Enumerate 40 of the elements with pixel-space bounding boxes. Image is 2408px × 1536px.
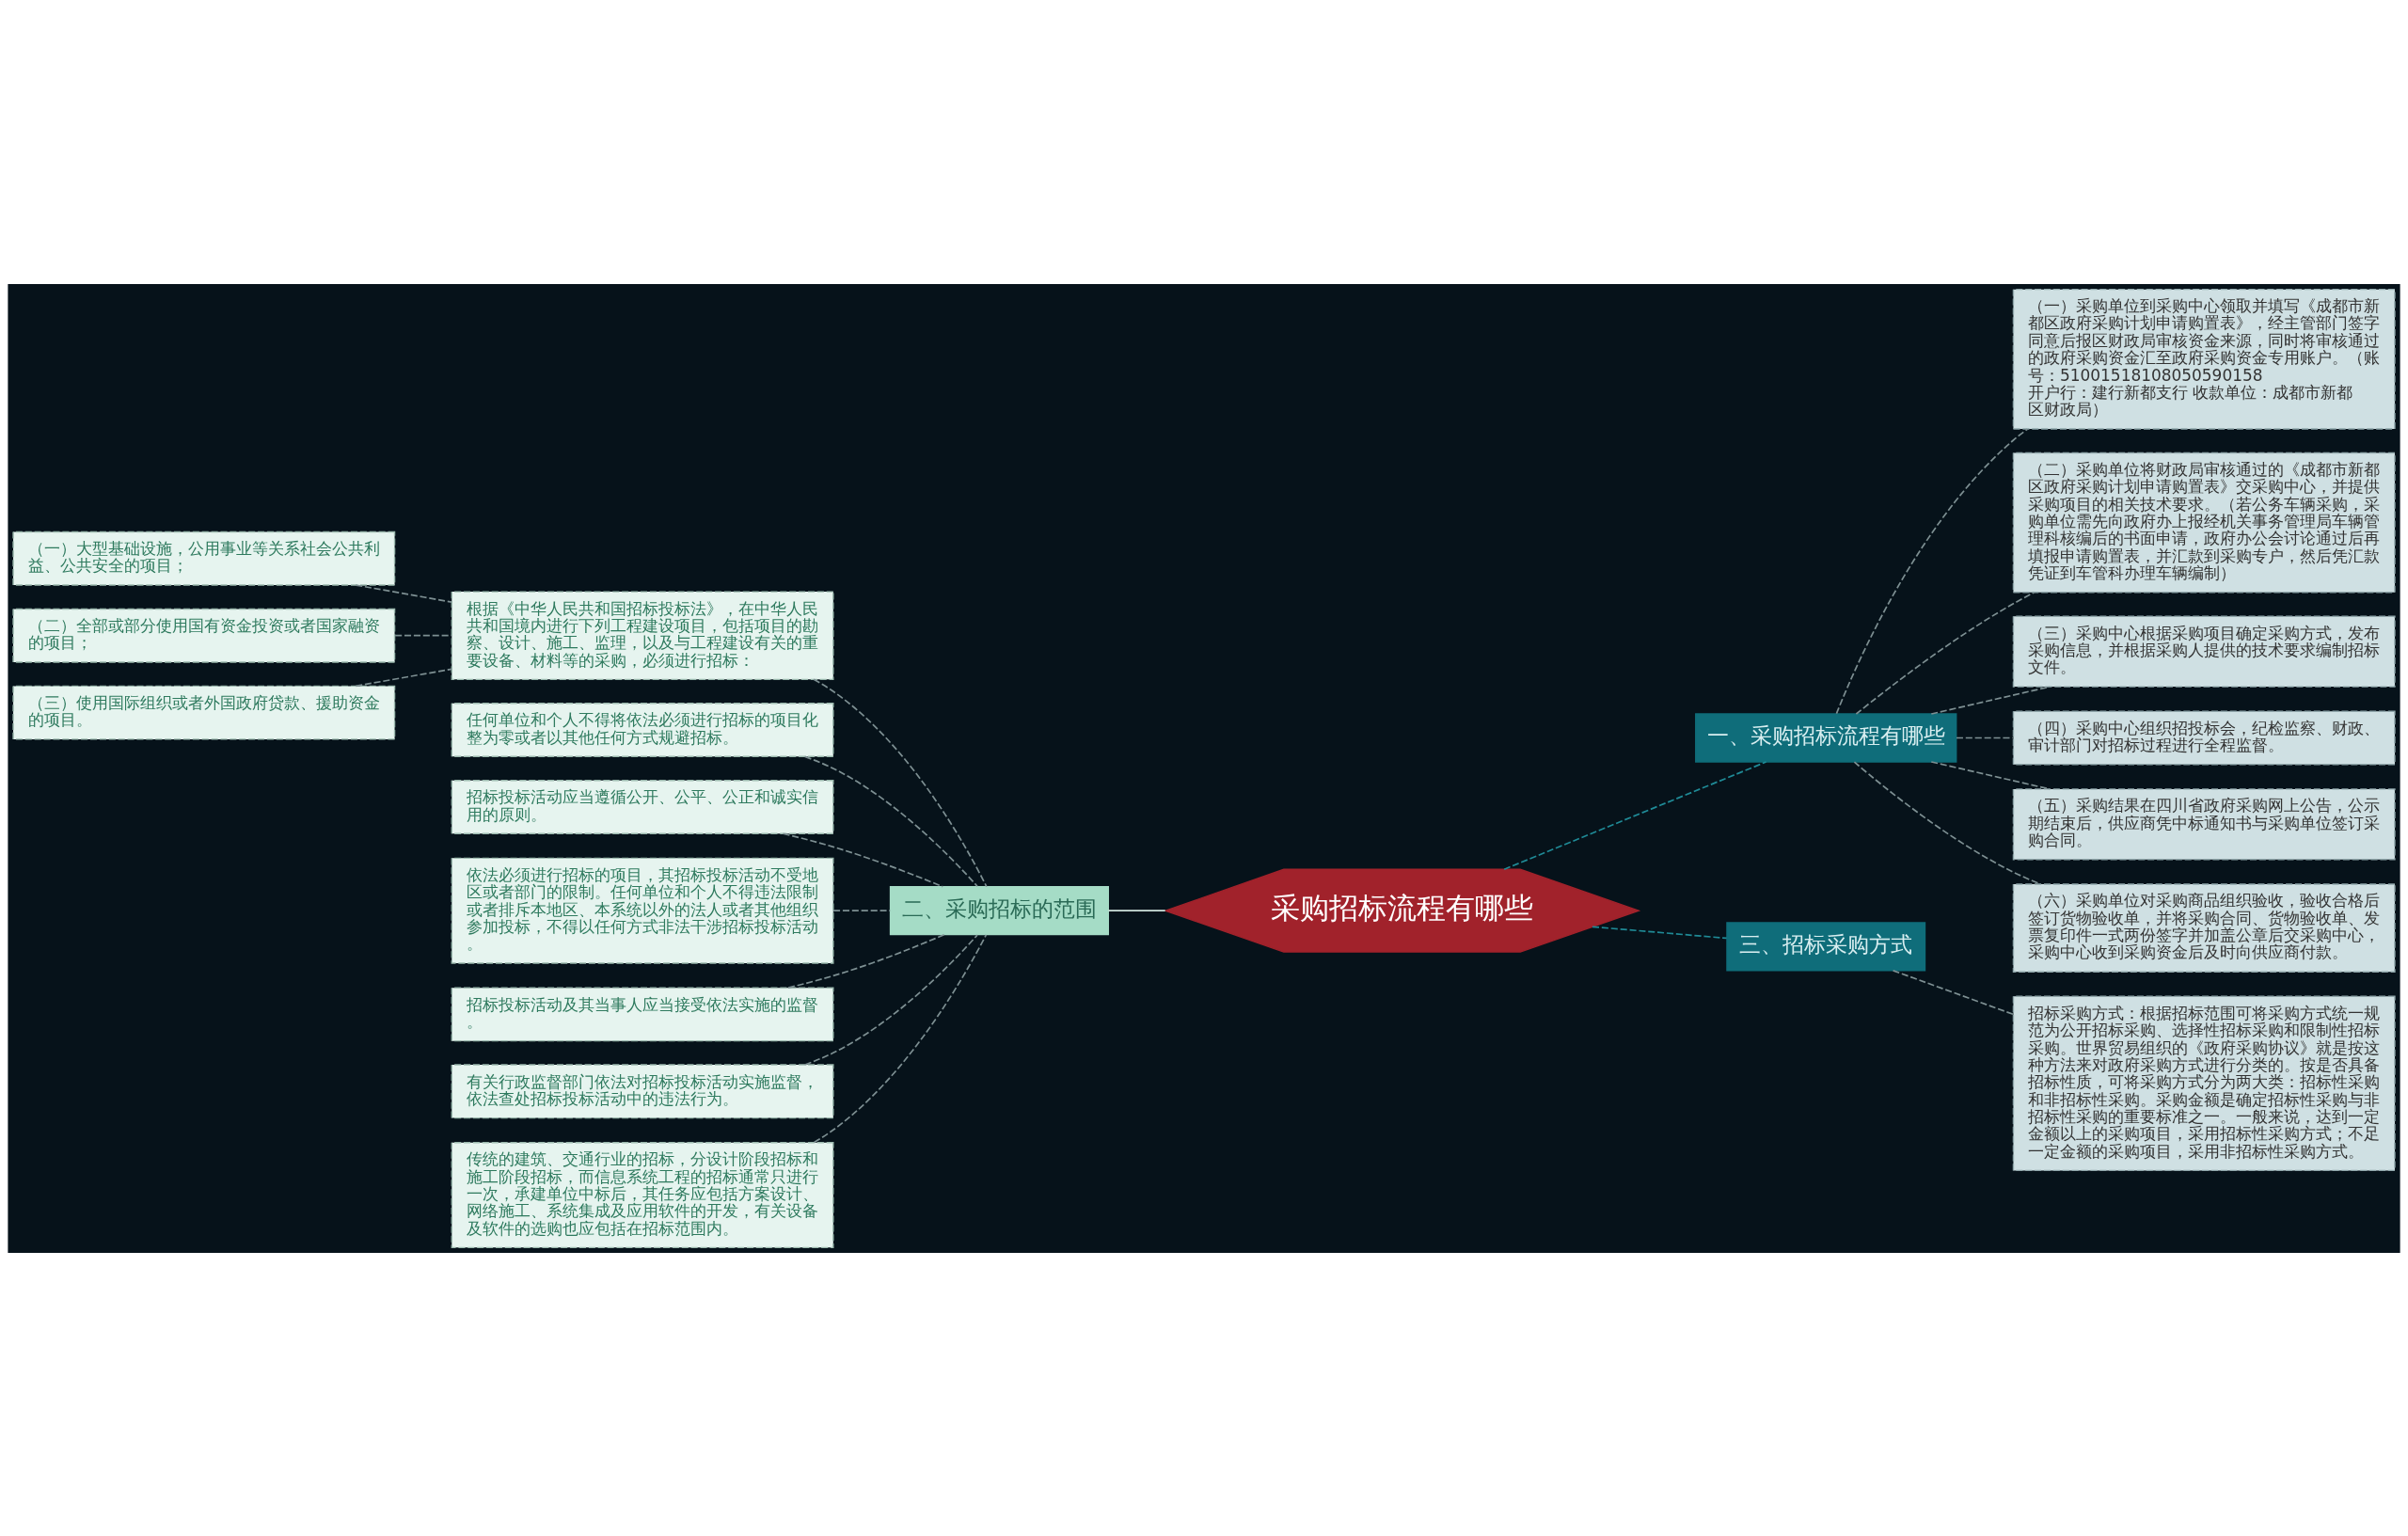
- connector: [782, 831, 944, 888]
- connector: [355, 583, 453, 603]
- node-box: 一、采购招标流程有哪些: [1695, 712, 1957, 763]
- node-box: （二）全部或部分使用国有资金投资或者国家融资的项目；: [12, 608, 396, 663]
- node-box: 依法必须进行招标的项目，其招标投标活动不受地区或者部门的限制。任何单位和个人不得违法限制或者排斥本地区、本系统以外的法人或者其他组织参加投标，不得以任何方式非法干涉招标投标活动。: [451, 857, 834, 964]
- connector: [1835, 427, 2029, 715]
- connector: [803, 755, 978, 887]
- connector: [355, 668, 453, 687]
- connector: [1503, 760, 1767, 870]
- node-box: 招标投标活动应当遵循公开、公平、公正和诚实信用的原则。: [451, 779, 834, 834]
- node-box: （四）采购中心组织招投标会，纪检监察、财政、审计部门对招标过程进行全程监督。: [2012, 710, 2396, 765]
- connector: [803, 933, 978, 1066]
- connector: [1855, 591, 2036, 715]
- connector: [1107, 909, 1166, 911]
- connector: [832, 909, 892, 911]
- node-box: 招标采购方式：根据招标范围可将采购方式统一规范为公开招标采购、选择性招标采购和限制性招标采购。世界贸易组织的《政府采购协议》就是按这种方法来对政府采购方式进行分类的。按是否具备招标性质，可将采购方式分为两大类：招标性采购和非招标性采购。采购金额是确定招标性采购与非招标性采购的重要标准之一。一般来说，达到一定金额以上的采购项目，采用招标性采购方式；不足一定金额的采购项目，采用非招标性采购方式。: [2012, 995, 2396, 1171]
- node-box: 有关行政监督部门依法对招标投标活动实施监督，依法查处招标投标活动中的违法行为。: [451, 1063, 834, 1118]
- node-box: 三、招标采购方式: [1726, 921, 1926, 971]
- node-box: （三）使用国际组织或者外国政府贷款、援助资金的项目。: [12, 685, 396, 740]
- node-box: （一）大型基础设施，公用事业等关系社会公共利益、公共安全的项目；: [12, 530, 396, 586]
- connector: [1592, 925, 1728, 939]
- connector: [1930, 685, 2051, 715]
- connector: [1930, 760, 2051, 790]
- node-box: 任何单位和个人不得将依法必须进行招标的项目化整为零或者以其他任何方式规避招标。: [451, 702, 834, 757]
- connector: [1892, 969, 2014, 1015]
- node-box: （五）采购结果在四川省政府采购网上公告，公示期结束后，供应商凭中标通知书与采购单位签订采购合同。: [2012, 787, 2396, 860]
- connector: [394, 634, 452, 637]
- node-box: （六）采购单位对采购商品组织验收，验收合格后签订货物验收单，并将采购合同、货物验收单、发票复印件一式两份签字并加盖公章后交采购中心，采购中心收到采购资金后及时向供应商付款。: [2012, 882, 2396, 973]
- node-box: 二、采购招标的范围: [889, 885, 1109, 935]
- node-box: （二）采购单位将财政局审核通过的《成都市新都区政府采购计划申请购置表》交采购中心，并提供采购项目的相关技术要求。（若公务车辆采购，采购单位需先向政府办上报经机关事务管理局车辆管理科核编后的书面申请，政府办公会讨论通过后再填报申请购置表，并汇款到采购专户，然后凭汇款凭证到车管科办理车辆编制）: [2012, 451, 2396, 593]
- node-box: （一）采购单位到采购中心领取并填写《成都市新都区政府采购计划申请购置表》，经主管部门签字同意后报区财政局审核资金来源，同时将审核通过的政府采购资金汇至政府采购资金专用账户。（账号：51001518108050590158 开户行：建行新都支行 收款单位：成都市新都区财政局）: [2012, 288, 2396, 430]
- connector: [813, 933, 988, 1143]
- node-box: 招标投标活动及其当事人应当接受依法实施的监督。: [451, 986, 834, 1041]
- node-box: （三）采购中心根据采购项目确定采购方式，发布采购信息，并根据采购人提供的技术要求编制招标文件。: [2012, 615, 2396, 688]
- node-box: 传统的建筑、交通行业的招标，分设计阶段招标和施工阶段招标，而信息系统工程的招标通常只进行一次，承建单位中标后，其任务应包括方案设计、网络施工、系统集成及应用软件的开发，有关设备及软件的选购也应包括在招标范围内。: [451, 1141, 834, 1248]
- connector: [813, 678, 988, 887]
- connector: [1853, 760, 2041, 885]
- connector: [787, 933, 945, 989]
- connector: [1956, 736, 2015, 738]
- node-box: 根据《中华人民共和国招标投标法》，在中华人民共和国境内进行下列工程建设项目，包括项目的勘察、设计、施工、监理，以及与工程建设有关的重要设备、材料等的采购，必须进行招标：: [451, 590, 834, 680]
